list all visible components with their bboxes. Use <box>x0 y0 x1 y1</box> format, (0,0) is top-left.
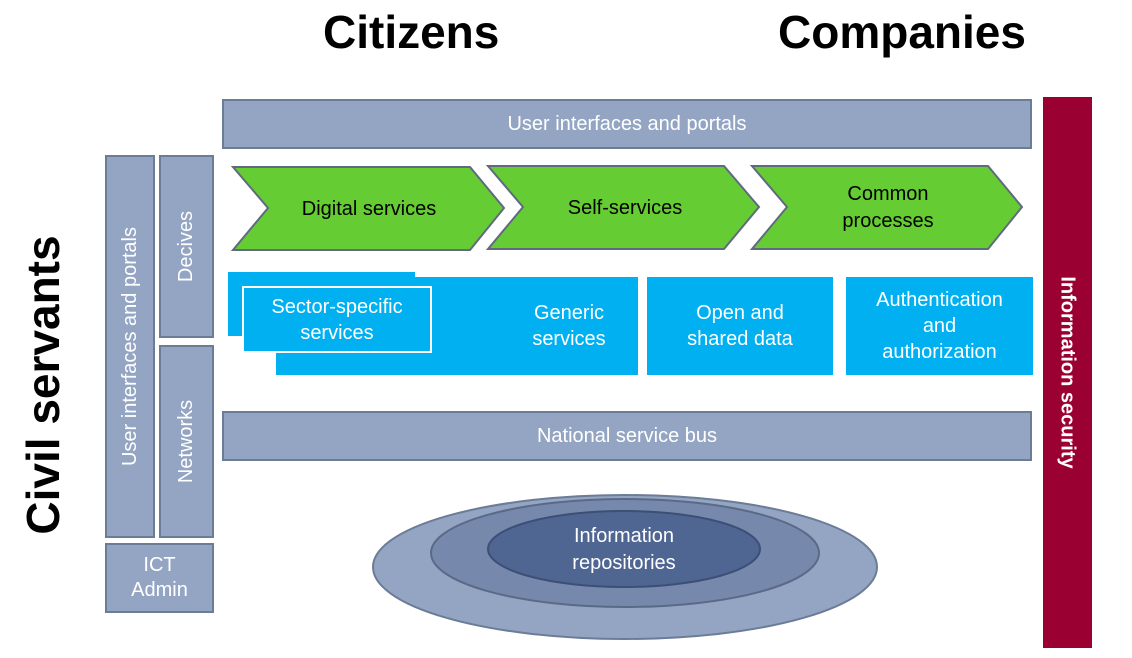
common-processes-label: Common processes <box>842 183 934 232</box>
chevron-self-services <box>485 165 761 250</box>
ict-admin-box: ICT Admin <box>105 543 214 613</box>
ict-admin-label: ICT Admin <box>131 554 188 601</box>
chevron-digital-services <box>230 166 506 251</box>
networks-label: Networks <box>175 399 198 484</box>
citizens-heading: Citizens <box>323 6 500 58</box>
authentication-label: Authentication and authorization <box>876 289 1003 363</box>
common-processes-label-wrap: Common processes <box>842 183 934 232</box>
repository-ring-inner <box>487 510 761 588</box>
generic-services-label: Generic services <box>532 302 606 350</box>
left-user-interfaces-label: User interfaces and portals <box>118 226 141 467</box>
authentication-box: Authentication and authorization <box>846 277 1033 375</box>
networks-box: Networks <box>159 345 214 538</box>
user-interfaces-portals-bar: User interfaces and portals <box>222 99 1032 149</box>
repositories-label-wrap: Information repositories <box>572 525 676 574</box>
information-repositories-label: Information repositories <box>572 525 676 574</box>
digital-services-label: Digital services <box>302 198 436 220</box>
sector-specific-services-box: Sector-specific services <box>242 286 432 353</box>
sector-specific-services-label: Sector-specific services <box>271 295 403 344</box>
self-services-label: Self-services <box>568 197 682 219</box>
left-user-interfaces-portals: User interfaces and portals <box>105 155 155 538</box>
open-shared-data-label: Open and shared data <box>687 302 793 350</box>
companies-heading: Companies <box>778 6 1026 58</box>
open-shared-data-box: Open and shared data <box>647 277 833 375</box>
chevron-common-processes <box>749 165 1024 250</box>
devices-box: Decives <box>159 155 214 338</box>
national-service-bus-bar: National service bus <box>222 411 1032 461</box>
information-security-bar: Information security <box>1043 97 1092 648</box>
devices-label: Decives <box>175 210 198 283</box>
information-security-label: Information security <box>1057 276 1080 469</box>
